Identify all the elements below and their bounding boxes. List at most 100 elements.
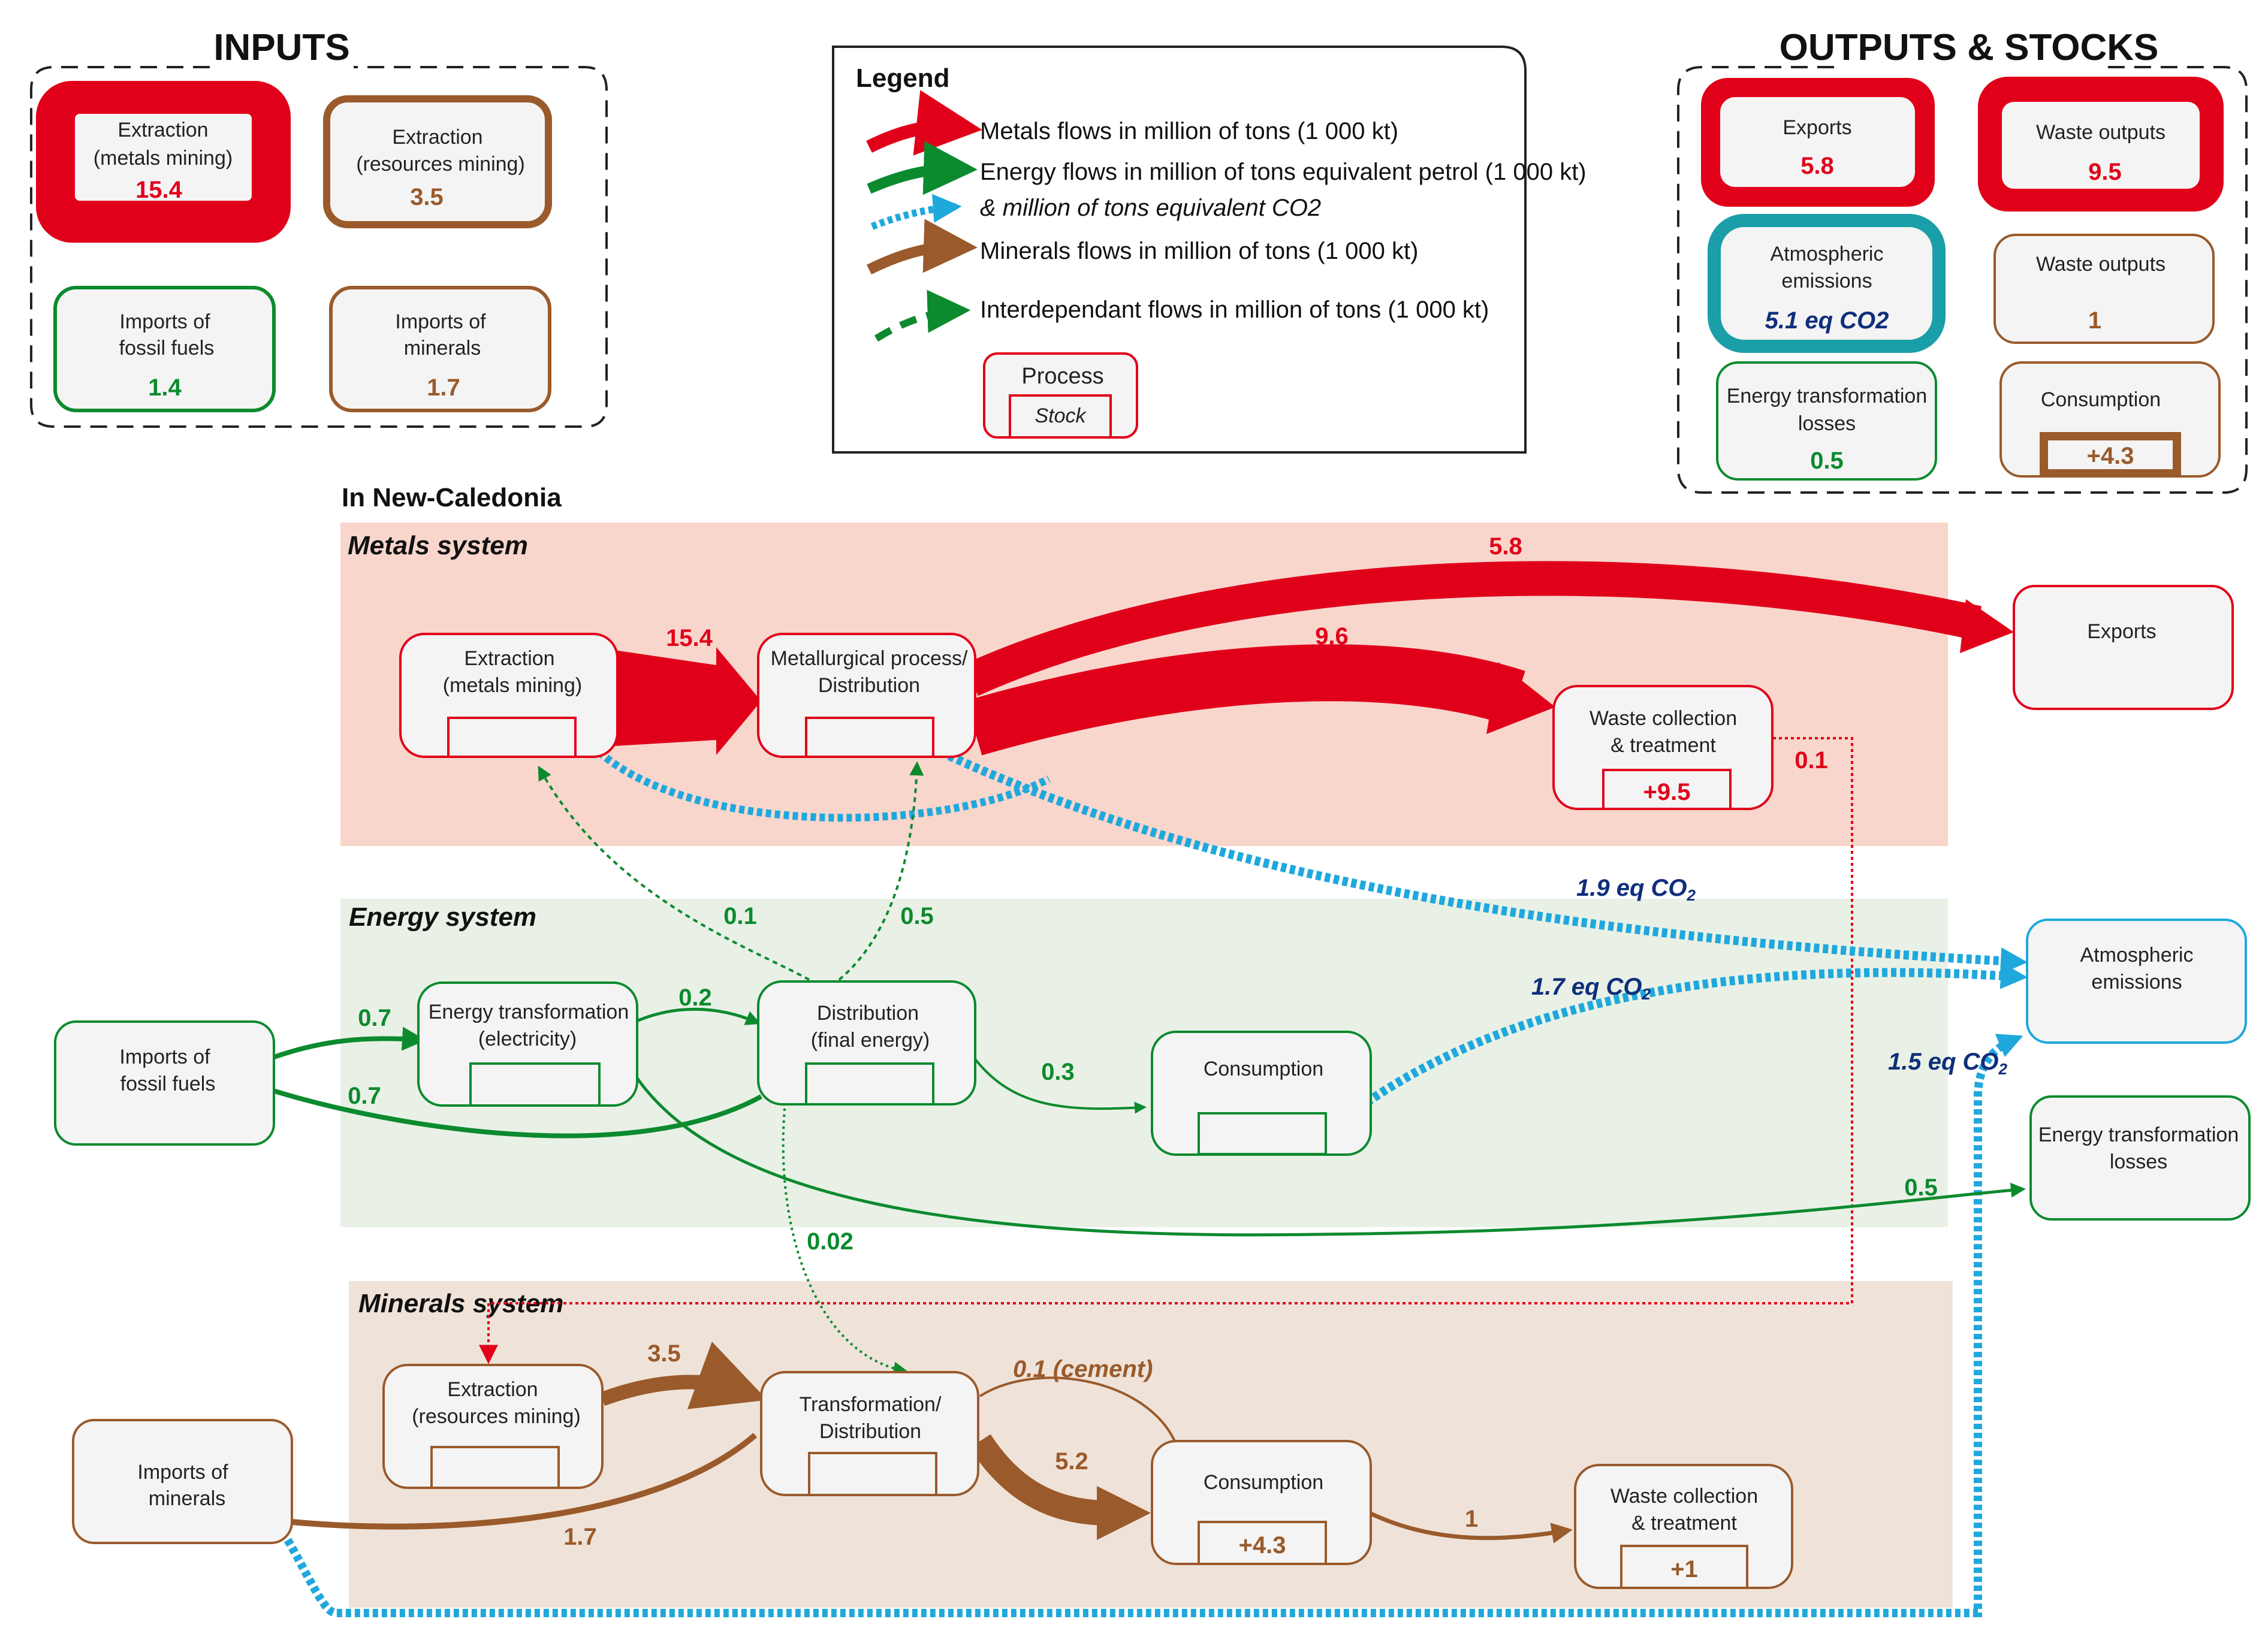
sink-atmospheric-line1: Atmospheric [2080, 944, 2194, 967]
process-metals-waste-line1: Waste collection [1590, 707, 1737, 730]
flow-consumption-to-waste [1368, 1511, 1573, 1544]
output-energy-losses-line2: losses [1798, 412, 1856, 435]
label-consumption-to-waste: 1 [1465, 1506, 1478, 1532]
legend-interdependent-arrow [874, 289, 971, 342]
output-atmospheric: Atmospheric emissions 5.1 eq CO2 [1708, 214, 1946, 353]
legend-energy-arrow [867, 141, 978, 195]
label-energy-to-metals-extraction: 0.1 [723, 903, 757, 929]
process-metallurgical-line1: Metallurgical process/ [771, 647, 968, 670]
label-co2-metals: 1.9 eq CO2 [1576, 875, 1696, 904]
process-energy-distribution-line2: (final energy) [811, 1029, 930, 1052]
flow-fossil-to-transformation [272, 1026, 426, 1060]
flow-co2-metals [939, 748, 2028, 975]
legend-interdependent-text: Interdependant flows in million of tons … [980, 297, 1489, 323]
process-energy-distribution-line1: Distribution [817, 1002, 919, 1025]
flow-transformation-losses [634, 1074, 2026, 1237]
legend-process-text: Process [1021, 364, 1103, 389]
label-cement: 0.1 (cement) [1013, 1356, 1153, 1382]
process-energy-distribution-stock [805, 1062, 934, 1106]
input-extraction-resources-line2: (resources mining) [356, 153, 525, 176]
legend-energy-text: Energy flows in million of tons equivale… [980, 159, 1587, 185]
output-waste-metals: Waste outputs 9.5 [1978, 77, 2224, 212]
legend-metals-text: Metals flows in million of tons (1 000 k… [980, 118, 1398, 144]
process-energy-consumption: Consumption [1151, 1031, 1372, 1156]
label-transformation-to-distribution: 0.2 [678, 984, 712, 1011]
flow-extraction-to-transformation [599, 1342, 768, 1409]
sink-energy-losses: Energy transformation losses [2029, 1095, 2251, 1221]
process-minerals-waste-stock [1620, 1545, 1748, 1589]
input-extraction-resources-line1: Extraction [392, 126, 482, 149]
process-metals-extraction: Extraction (metals mining) [399, 633, 619, 758]
output-consumption-label: Consumption [2041, 388, 2161, 411]
legend-stock-box [1009, 394, 1112, 439]
process-minerals-transformation-line1: Transformation/ [800, 1393, 942, 1416]
flow-energy-to-metallurgical [838, 761, 924, 981]
input-extraction-resources-value: 3.5 [410, 184, 444, 210]
flow-co2-minerals [284, 1034, 2023, 1617]
output-atmospheric-line1: Atmospheric [1771, 243, 1884, 265]
input-imports-minerals: Imports of minerals 1.7 [329, 286, 551, 412]
process-metals-waste-line2: & treatment [1610, 734, 1716, 757]
label-metallurgical-to-exports: 5.8 [1489, 533, 1522, 560]
process-energy-consumption-stock [1198, 1112, 1327, 1155]
output-consumption-stock [2040, 432, 2181, 478]
sink-exports: Exports [2013, 585, 2234, 710]
input-imports-minerals-line2: minerals [404, 337, 481, 360]
output-waste-minerals-label: Waste outputs [2036, 253, 2166, 276]
input-imports-fossil-line2: fossil fuels [119, 337, 215, 360]
flow-metallurgical-to-exports [964, 561, 1982, 696]
legend-process-box: Process Stock [983, 352, 1138, 439]
process-minerals-waste-line2: & treatment [1631, 1512, 1737, 1535]
process-minerals-extraction-stock [430, 1446, 560, 1489]
flow-imports-to-transformation [292, 1433, 758, 1530]
flow-metals-waste-to-minerals [479, 737, 1853, 1364]
output-waste-metals-label: Waste outputs [2036, 121, 2166, 144]
label-co2-minerals: 1.5 eq CO2 [1888, 1049, 2008, 1078]
legend-title: Legend [856, 64, 949, 93]
minerals-system-label: Minerals system [358, 1289, 563, 1318]
process-minerals-consumption-label: Consumption [1204, 1471, 1323, 1494]
process-metallurgical: Metallurgical process/ Distribution [757, 633, 976, 758]
input-extraction-metals-line2: (metals mining) [94, 147, 233, 170]
output-atmospheric-line2: emissions [1781, 270, 1872, 292]
process-imports-fossil: Imports of fossil fuels [54, 1020, 275, 1146]
output-consumption-value: +4.3 [2087, 443, 2134, 469]
sink-atmospheric: Atmospheric emissions [2026, 919, 2247, 1044]
process-minerals-waste-stock-value: +1 [1670, 1556, 1698, 1582]
legend-stock-text: Stock [1035, 404, 1087, 427]
flows [272, 561, 2028, 1617]
output-exports: Exports 5.8 [1701, 78, 1935, 207]
outputs-header: OUTPUTS & STOCKS [1780, 27, 2159, 68]
label-waste-to-minerals: 0.1 [1795, 747, 1828, 774]
flow-exports-arrowhead [1960, 599, 2014, 653]
label-fossil-to-transformation: 0.7 [358, 1005, 391, 1031]
process-metals-extraction-line1: Extraction [464, 647, 554, 670]
process-minerals-transformation-stock [808, 1452, 937, 1496]
process-minerals-extraction-line1: Extraction [447, 1378, 538, 1401]
input-imports-fossil: Imports of fossil fuels 1.4 [53, 286, 276, 412]
process-minerals-consumption: Consumption +4.3 [1151, 1440, 1372, 1565]
process-minerals-waste: Waste collection & treatment +1 [1574, 1464, 1793, 1589]
energy-system-label: Energy system [349, 902, 536, 932]
flow-consumption-arrowhead [1097, 1486, 1151, 1540]
output-atmospheric-value: 5.1 eq CO2 [1765, 307, 1889, 334]
input-extraction-metals: Extraction (metals mining) 15.4 [36, 81, 291, 243]
inputs-panel: INPUTS Extraction (metals mining) 15.4 E… [30, 27, 608, 428]
input-imports-fossil-value: 1.4 [148, 374, 182, 401]
label-fossil-to-distribution: 0.7 [348, 1083, 381, 1109]
label-co2-energy: 1.7 eq CO2 [1531, 974, 1651, 1003]
input-imports-minerals-line1: Imports of [395, 310, 486, 333]
label-distribution-to-consumption: 0.3 [1041, 1059, 1075, 1085]
flow-fossil-to-distribution [272, 1088, 762, 1138]
process-energy-consumption-label: Consumption [1204, 1058, 1323, 1080]
process-imports-fossil-line2: fossil fuels [120, 1073, 216, 1095]
output-energy-losses: Energy transformation losses 0.5 [1716, 361, 1937, 481]
process-minerals-waste-line1: Waste collection [1610, 1485, 1758, 1508]
process-metals-waste-stock [1602, 769, 1732, 810]
label-metallurgical-to-waste: 9.6 [1315, 623, 1349, 650]
label-transformation-losses: 0.5 [1904, 1174, 1938, 1201]
label-extraction-to-metallurgical: 15.4 [666, 625, 713, 651]
sink-energy-losses-line1: Energy transformation [2038, 1123, 2239, 1146]
